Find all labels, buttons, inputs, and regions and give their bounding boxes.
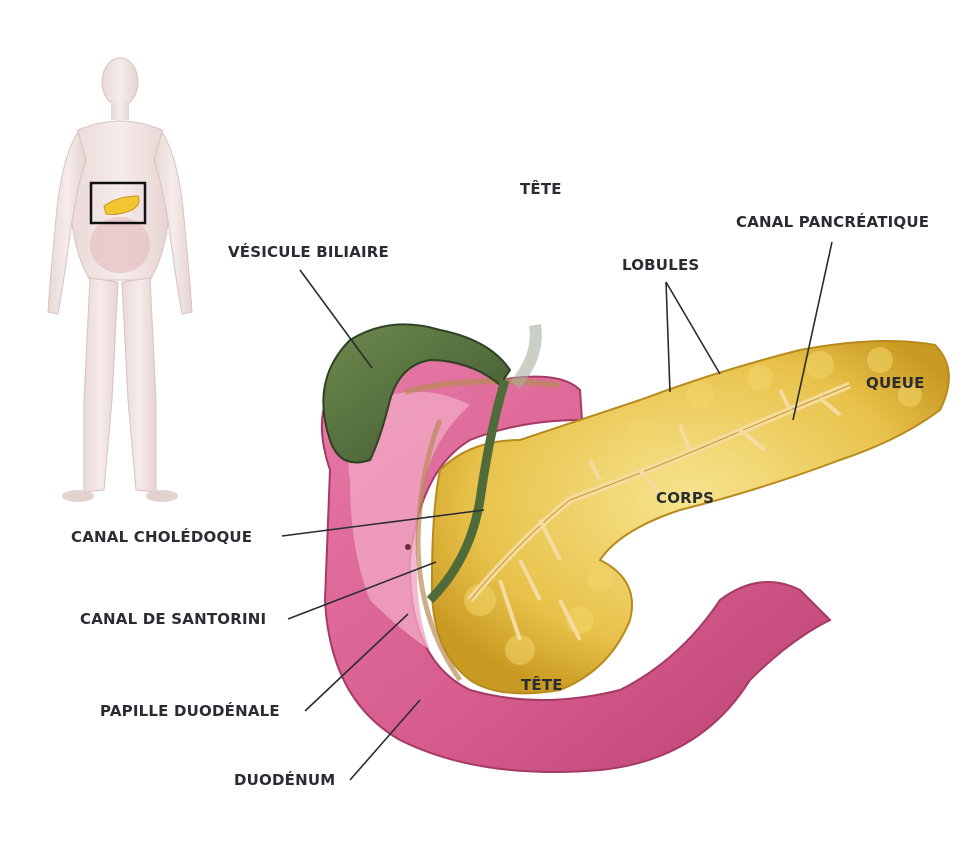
label-corps: CORPS (656, 489, 715, 507)
label-canal-santorini: CANAL DE SANTORINI (80, 610, 267, 628)
gallbladder (322, 323, 542, 604)
human-body-thumbnail (47, 57, 193, 502)
label-canal-choledoque: CANAL CHOLÉDOQUE (71, 528, 253, 546)
label-canal-pancreatique: CANAL PANCRÉATIQUE (736, 213, 930, 231)
label-tete-top: TÊTE (520, 180, 562, 198)
label-papille-duodenale: PAPILLE DUODÉNALE (100, 702, 280, 720)
label-tete-bottom: TÊTE (521, 676, 563, 694)
pancreas (430, 340, 950, 695)
label-vesicule-biliaire: VÉSICULE BILIAIRE (228, 243, 389, 261)
leader-lines (281, 241, 833, 781)
highlight-box (89, 181, 147, 225)
papilla-mark (405, 544, 411, 550)
label-lobules: LOBULES (622, 256, 700, 274)
label-queue: QUEUE (866, 374, 925, 392)
label-duodenum: DUODÉNUM (234, 771, 336, 789)
